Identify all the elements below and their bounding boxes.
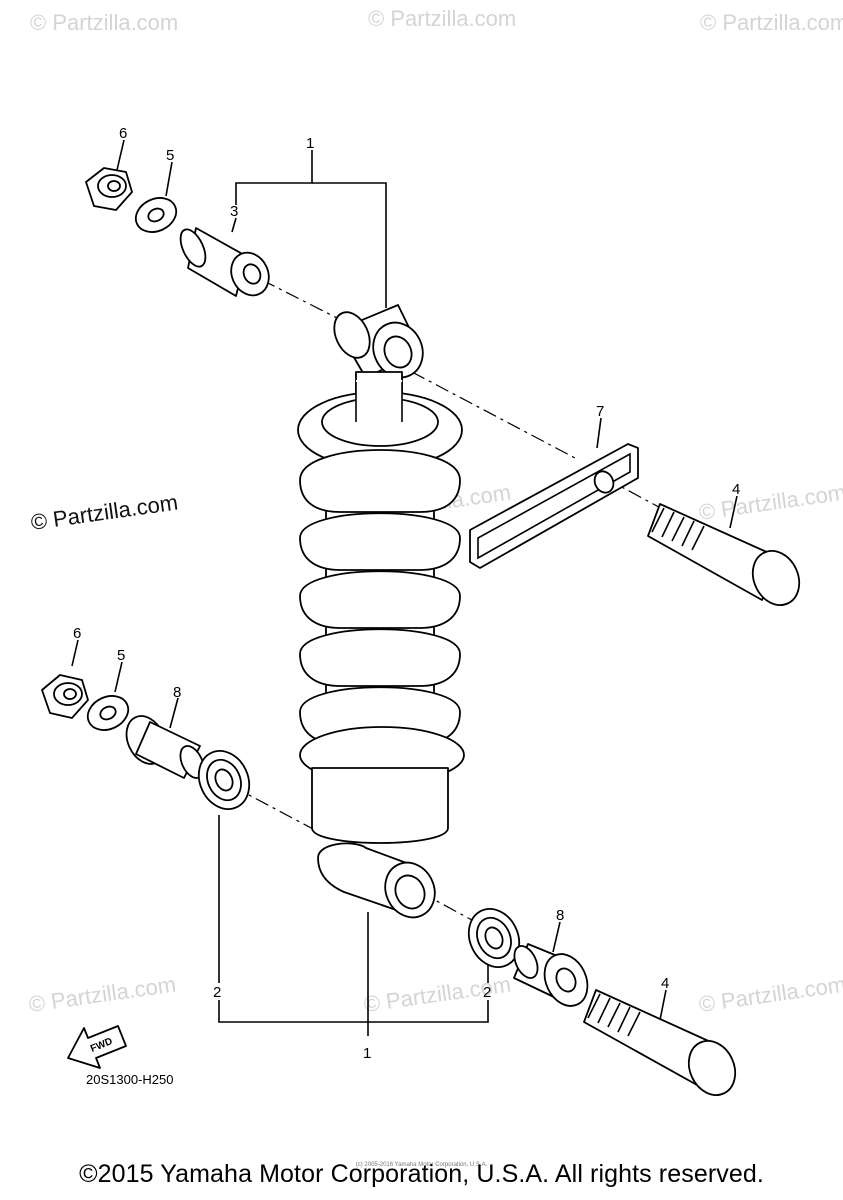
washer-hole	[147, 207, 165, 223]
upper-eye-bore	[383, 335, 413, 369]
axis-line-top-eye	[261, 279, 346, 323]
lower-eye-bore	[394, 874, 426, 910]
part-6-nut-top[interactable]	[85, 167, 133, 211]
part-5-washer-bottom[interactable]	[82, 690, 134, 737]
bracket-channel	[477, 452, 631, 560]
bracket-2-bottom	[218, 1000, 489, 1023]
shaft-cover	[356, 380, 402, 422]
callout-3: 3	[230, 203, 238, 220]
callout-5-top: 5	[166, 147, 174, 164]
washer-hole	[99, 705, 117, 721]
callout-1-top: 1	[306, 135, 314, 152]
part-7-bracket[interactable]	[469, 443, 639, 569]
collar-end-left	[179, 228, 207, 268]
part-1-shock-absorber[interactable]	[297, 304, 465, 926]
coil-turn	[299, 449, 461, 513]
callout-2-left: 2	[213, 984, 221, 1001]
callout-numbers: 1 3 5 6 7 4 6 5 8 8 2 2 4 1	[73, 125, 740, 1062]
flange-bore	[555, 967, 577, 993]
tiny-copyright-note: (c) 2005-2016 Yamaha Motor Corporation, …	[355, 1162, 488, 1168]
callout-8-left: 8	[173, 684, 181, 701]
watermark-prominent: © Partzilla.com	[29, 490, 179, 535]
callout-leaders	[71, 139, 738, 1036]
bolt-head	[751, 550, 801, 606]
axis-line-top-to-bracket	[411, 371, 576, 459]
part-8-flanged-collar-right[interactable]	[510, 942, 596, 1013]
coil-turn	[299, 512, 461, 571]
coil-turn	[299, 628, 461, 687]
leader-8-right	[552, 921, 561, 953]
bolt-thread	[587, 993, 641, 1037]
lower-body	[311, 767, 449, 844]
part-6-nut-bottom[interactable]	[41, 674, 89, 719]
callout-4-bottom: 4	[661, 975, 669, 992]
leader-6-bottom	[71, 639, 79, 667]
part-4-bolt-top[interactable]	[647, 503, 808, 613]
leader-3	[231, 217, 237, 233]
fwd-arrow: FWD	[67, 1025, 127, 1069]
callout-6-top: 6	[119, 125, 127, 142]
callout-5-bottom: 5	[117, 647, 125, 664]
bolt-shank	[647, 503, 781, 601]
watermark: © Partzilla.com	[27, 972, 177, 1017]
collar-bore	[242, 263, 262, 285]
watermark: © Partzilla.com	[700, 10, 843, 35]
leader-5-top	[165, 161, 173, 197]
coil-turn	[299, 570, 461, 629]
callout-6-bottom: 6	[73, 625, 81, 642]
callout-4-top: 4	[732, 481, 740, 498]
bolt-thread	[651, 507, 705, 551]
part-2-bearing-right[interactable]	[460, 901, 529, 976]
watermark: © Partzilla.com	[368, 6, 516, 31]
collar-end	[513, 945, 539, 979]
bracket-hole	[593, 470, 615, 494]
coil-spring	[299, 449, 461, 745]
part-8-flanged-collar-left[interactable]	[119, 710, 208, 782]
drawing-id: 20S1300-H250	[86, 1072, 174, 1087]
callout-7: 7	[596, 403, 604, 420]
leader-4-top	[729, 495, 738, 529]
watermark-layer: © Partzilla.com © Partzilla.com © Partzi…	[27, 6, 843, 1017]
watermark: © Partzilla.com	[697, 972, 843, 1017]
watermark: © Partzilla.com	[30, 10, 178, 35]
part-2-bearing-left[interactable]	[190, 743, 259, 818]
part-5-washer-top[interactable]	[130, 192, 182, 239]
nut-bore	[63, 688, 77, 700]
upper-eye-left	[333, 311, 371, 359]
copyright-footer: ©2015 Yamaha Motor Corporation, U.S.A. A…	[79, 1160, 764, 1188]
nut-bore	[107, 180, 121, 192]
bolt-head	[687, 1040, 737, 1096]
callout-8-right: 8	[556, 907, 564, 924]
leader-8-left	[169, 697, 179, 729]
watermark: © Partzilla.com	[697, 480, 843, 525]
part-4-bolt-bottom[interactable]	[583, 989, 744, 1103]
leader-6-top	[116, 139, 125, 171]
bearing-bore	[214, 768, 234, 792]
leader-4-bottom	[659, 989, 667, 1021]
bracket-1-top-left	[235, 150, 313, 205]
fwd-arrow-icon	[67, 1025, 127, 1069]
axis-line-bottom-left	[231, 785, 316, 831]
callout-2-right: 2	[483, 984, 491, 1001]
bracket-1-top-right	[312, 182, 387, 308]
bearing-bore	[484, 926, 504, 950]
leader-7	[596, 417, 602, 449]
leader-5-bottom	[114, 661, 123, 693]
part-3-collar[interactable]	[175, 226, 275, 302]
callout-1-bottom: 1	[363, 1045, 371, 1062]
